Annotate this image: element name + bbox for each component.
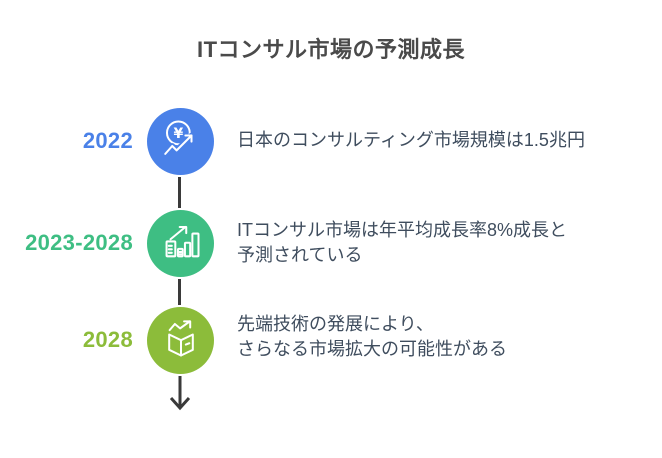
timeline-year-2028: 2028 bbox=[82, 327, 133, 352]
timeline-connector bbox=[178, 177, 181, 208]
timeline-text-line: 日本のコンサルティング市場規模は1.5兆円 bbox=[237, 130, 585, 150]
timeline-year-2023-2028: 2023-2028 bbox=[25, 230, 133, 255]
down-arrow-icon bbox=[167, 376, 193, 419]
timeline-text-line: 先端技術の発展により、 bbox=[237, 314, 434, 334]
timeline-year-2022: 2022 bbox=[82, 128, 133, 153]
timeline-item-text: ITコンサル市場は年平均成長率8%成長と 予測されている bbox=[237, 218, 637, 268]
svg-text:¥: ¥ bbox=[173, 126, 183, 142]
timeline-node-2022: ¥ bbox=[147, 108, 214, 175]
timeline-text-line: ITコンサル市場は年平均成長率8%成長と bbox=[237, 220, 568, 240]
page-title: ITコンサル市場の予測成長 bbox=[196, 37, 466, 62]
timeline-connector bbox=[178, 279, 181, 305]
timeline-node-2023-2028 bbox=[147, 210, 214, 277]
timeline-text-line: 予測されている bbox=[237, 245, 363, 265]
yen-coin-growth-icon: ¥ bbox=[160, 118, 202, 165]
open-box-growth-icon bbox=[160, 317, 202, 364]
bar-chart-growth-icon bbox=[160, 220, 202, 267]
timeline-node-2028 bbox=[147, 307, 214, 374]
timeline-item-text: 先端技術の発展により、 さらなる市場拡大の可能性がある bbox=[237, 312, 637, 362]
timeline-item-text: 日本のコンサルティング市場規模は1.5兆円 bbox=[237, 128, 637, 153]
timeline-text-line: さらなる市場拡大の可能性がある bbox=[237, 339, 507, 359]
